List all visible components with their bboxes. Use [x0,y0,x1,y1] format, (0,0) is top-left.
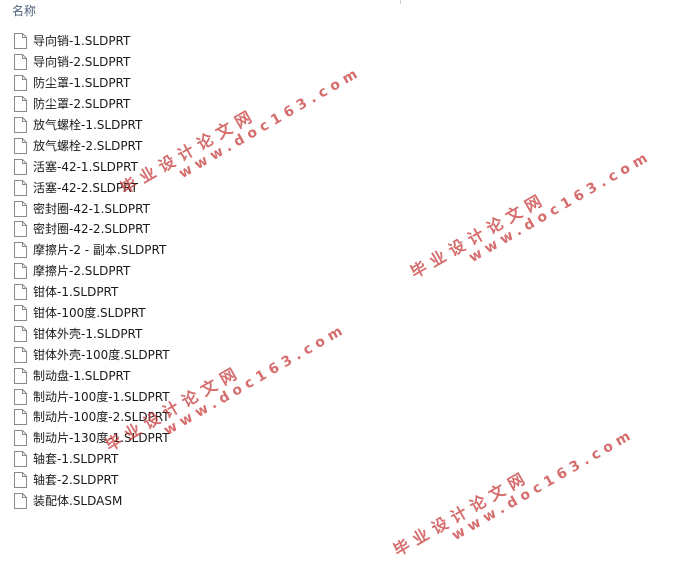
file-name: 制动盘-1.SLDPRT [33,368,131,383]
file-row[interactable]: 装配体.SLDASM [14,491,434,512]
file-name: 摩擦片-2 - 副本.SLDPRT [33,243,167,258]
file-name: 防尘罩-1.SLDPRT [33,76,131,91]
file-row[interactable]: 导向销-1.SLDPRT [14,31,434,52]
file-row[interactable]: 钳体-1.SLDPRT [14,282,434,303]
watermark: 毕业设计论文网 www.doc163.com [405,129,655,295]
document-icon [14,158,27,175]
column-divider[interactable] [400,0,401,4]
file-row[interactable]: 制动片-100度-2.SLDPRT [14,407,434,428]
file-name: 密封圈-42-2.SLDPRT [33,222,150,237]
file-row[interactable]: 制动片-130度-1.SLDPRT [14,428,434,449]
file-name: 制动片-100度-2.SLDPRT [33,410,170,425]
file-row[interactable]: 放气螺栓-1.SLDPRT [14,115,434,136]
watermark-text-url: www.doc163.com [466,147,655,266]
document-icon [14,388,27,405]
column-header-name[interactable]: 名称 [12,4,37,18]
document-icon [14,221,27,238]
file-name: 钳体-1.SLDPRT [33,285,119,300]
document-icon [14,54,27,71]
file-name: 轴套-2.SLDPRT [33,473,119,488]
file-name: 导向销-2.SLDPRT [33,55,131,70]
file-row[interactable]: 钳体外壳-1.SLDPRT [14,323,434,344]
file-name: 制动片-100度-1.SLDPRT [33,389,170,404]
file-row[interactable]: 放气螺栓-2.SLDPRT [14,135,434,156]
file-row[interactable]: 活塞-42-1.SLDPRT [14,156,434,177]
document-icon [14,472,27,489]
file-row[interactable]: 制动片-100度-1.SLDPRT [14,386,434,407]
file-row[interactable]: 钳体-100度.SLDPRT [14,303,434,324]
file-row[interactable]: 密封圈-42-2.SLDPRT [14,219,434,240]
file-name: 钳体-100度.SLDPRT [33,306,146,321]
document-icon [14,117,27,133]
file-name: 钳体外壳-1.SLDPRT [33,326,143,341]
file-name: 装配体.SLDASM [33,494,123,509]
file-name: 活塞-42-2.SLDPRT [33,180,138,195]
document-icon [14,325,27,342]
watermark-text-url: www.doc163.com [449,425,638,544]
document-icon [14,33,27,50]
file-name: 制动片-130度-1.SLDPRT [33,431,170,446]
file-row[interactable]: 活塞-42-2.SLDPRT [14,177,434,198]
document-icon [14,242,27,259]
document-icon [14,451,27,468]
file-row[interactable]: 密封圈-42-1.SLDPRT [14,198,434,219]
document-icon [14,367,27,384]
watermark-text-cn: 毕业设计论文网 [407,188,550,282]
document-icon [14,430,27,447]
file-row[interactable]: 轴套-2.SLDPRT [14,470,434,491]
file-name: 放气螺栓-1.SLDPRT [33,118,143,132]
file-name: 摩擦片-2.SLDPRT [33,264,131,279]
document-icon [14,346,27,363]
document-icon [14,200,27,217]
file-name: 活塞-42-1.SLDPRT [33,159,138,174]
document-icon [14,75,27,92]
file-name: 密封圈-42-1.SLDPRT [33,201,150,216]
document-icon [14,137,27,154]
document-icon [14,263,27,280]
document-icon [14,409,27,426]
file-row[interactable]: 钳体外壳-100度.SLDPRT [14,344,434,365]
document-icon [14,305,27,322]
file-row[interactable]: 摩擦片-2 - 副本.SLDPRT [14,240,434,261]
document-icon [14,284,27,301]
document-icon [14,179,27,196]
file-row[interactable]: 防尘罩-1.SLDPRT [14,73,434,94]
file-row[interactable]: 轴套-1.SLDPRT [14,449,434,470]
file-row[interactable]: 制动盘-1.SLDPRT [14,365,434,386]
file-row[interactable]: 摩擦片-2.SLDPRT [14,261,434,282]
document-icon [14,96,27,113]
file-name: 放气螺栓-2.SLDPRT [33,138,143,153]
file-name: 钳体外壳-100度.SLDPRT [33,347,170,362]
file-name: 防尘罩-2.SLDPRT [33,97,131,112]
file-row[interactable]: 导向销-2.SLDPRT [14,52,434,73]
document-icon [14,493,27,510]
file-row[interactable]: 防尘罩-2.SLDPRT [14,94,434,115]
file-explorer-window: 名称 导向销-1.SLDPRT 导向销-2.SLDPRT 防尘罩-1.SLDPRT 防… [12,0,655,560]
file-list: 导向销-1.SLDPRT 导向销-2.SLDPRT 防尘罩-1.SLDPRT 防尘罩-… [14,31,434,511]
file-name: 轴套-1.SLDPRT [33,452,119,467]
file-name: 导向销-1.SLDPRT [33,34,131,49]
